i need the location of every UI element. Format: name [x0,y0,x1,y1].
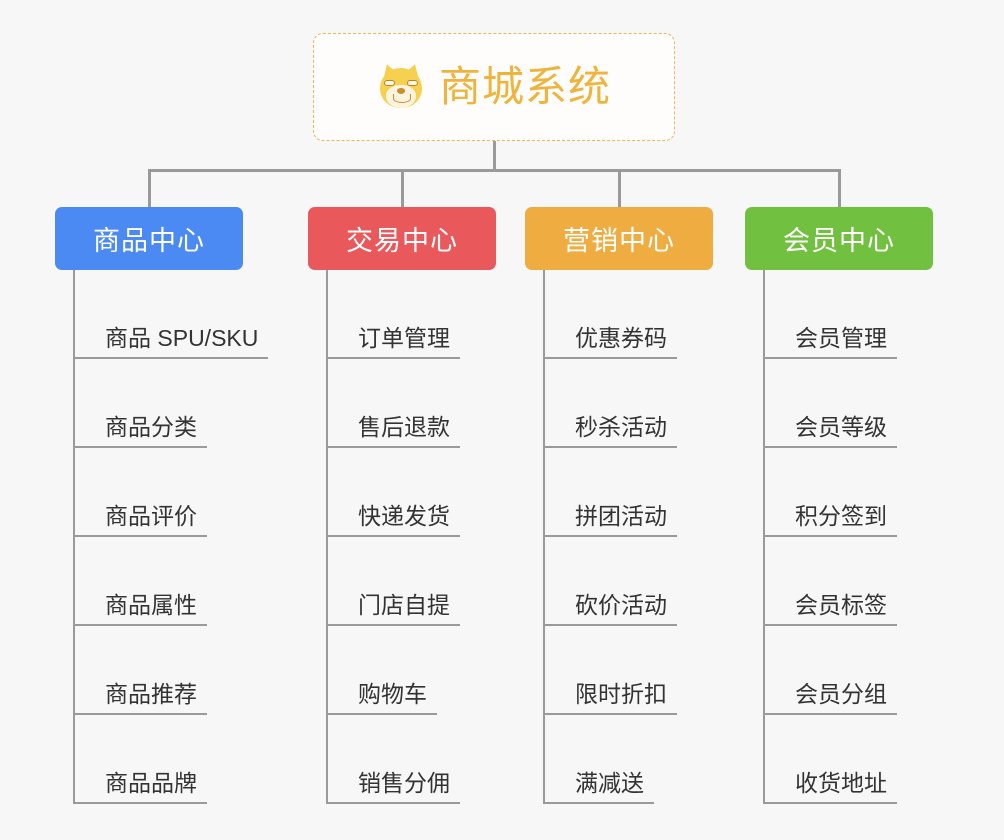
branch-header-2[interactable]: 营销中心 [525,207,713,270]
root-node-title: 商城系统 [438,63,611,110]
leaf-item[interactable]: 购物车 [326,626,496,715]
leaf-item[interactable]: 商品属性 [73,537,268,626]
leaf-label: 商品评价 [73,503,207,537]
leaf-label: 订单管理 [326,325,460,359]
leaf-list-1: 订单管理 售后退款 快递发货 门店自提 购物车 销售分佣 [326,270,496,804]
branch-column-0: 商品中心 商品 SPU/SKU 商品分类 商品评价 商品属性 商品推荐 商品品牌 [55,207,269,804]
leaf-item[interactable]: 商品评价 [73,448,268,537]
leaf-list-3: 会员管理 会员等级 积分签到 会员标签 会员分组 收货地址 [763,270,933,804]
leaf-item[interactable]: 会员标签 [763,537,933,626]
leaf-label: 优惠券码 [543,325,677,359]
leaf-label: 会员标签 [763,592,897,626]
leaf-item[interactable]: 限时折扣 [543,626,713,715]
leaf-item[interactable]: 积分签到 [763,448,933,537]
leaf-list-0: 商品 SPU/SKU 商品分类 商品评价 商品属性 商品推荐 商品品牌 [73,270,269,804]
branch-header-0[interactable]: 商品中心 [55,207,243,270]
leaf-item[interactable]: 商品分类 [73,359,268,448]
connector-drop-2 [618,171,621,207]
connector-horizontal-bus [148,169,841,172]
branch-spine-1 [326,270,328,804]
shiba-nose-icon [396,88,405,94]
branch-spine-2 [543,270,545,804]
leaf-item[interactable]: 秒杀活动 [543,359,713,448]
leaf-item[interactable]: 砍价活动 [543,537,713,626]
branch-spine-0 [73,270,75,804]
connector-drop-1 [401,171,404,207]
leaf-label: 销售分佣 [326,770,460,804]
leaf-item[interactable]: 门店自提 [326,537,496,626]
leaf-item[interactable]: 订单管理 [326,270,496,359]
leaf-item[interactable]: 快递发货 [326,448,496,537]
branch-body-0: 商品 SPU/SKU 商品分类 商品评价 商品属性 商品推荐 商品品牌 [73,270,269,804]
connector-root-stem [493,141,496,171]
root-node[interactable]: 商城系统 [313,33,675,141]
leaf-label: 砍价活动 [543,592,677,626]
leaf-label: 满减送 [543,770,654,804]
leaf-label: 售后退款 [326,414,460,448]
leaf-label: 会员管理 [763,325,897,359]
leaf-label: 秒杀活动 [543,414,677,448]
leaf-item[interactable]: 拼团活动 [543,448,713,537]
shiba-dog-icon [377,61,425,111]
leaf-label: 购物车 [326,681,437,715]
leaf-label: 会员等级 [763,414,897,448]
branch-header-3[interactable]: 会员中心 [745,207,933,270]
leaf-item[interactable]: 商品推荐 [73,626,268,715]
leaf-item[interactable]: 会员等级 [763,359,933,448]
leaf-item[interactable]: 满减送 [543,715,713,804]
branch-column-3: 会员中心 会员管理 会员等级 积分签到 会员标签 会员分组 收货地址 [745,207,933,804]
leaf-label: 快递发货 [326,503,460,537]
branch-column-1: 交易中心 订单管理 售后退款 快递发货 门店自提 购物车 销售分佣 [308,207,496,804]
leaf-item[interactable]: 销售分佣 [326,715,496,804]
leaf-label: 商品 SPU/SKU [73,325,269,359]
connector-drop-3 [838,171,841,207]
leaf-label: 商品推荐 [73,681,207,715]
leaf-label: 商品分类 [73,414,207,448]
leaf-item[interactable]: 会员管理 [763,270,933,359]
leaf-label: 限时折扣 [543,681,677,715]
leaf-label: 门店自提 [326,592,460,626]
leaf-item[interactable]: 优惠券码 [543,270,713,359]
leaf-label: 收货地址 [763,770,897,804]
shiba-smile-icon [392,94,411,103]
leaf-item[interactable]: 会员分组 [763,626,933,715]
connector-drop-0 [148,171,151,207]
leaf-label: 商品品牌 [73,770,207,804]
leaf-list-2: 优惠券码 秒杀活动 拼团活动 砍价活动 限时折扣 满减送 [543,270,713,804]
branch-spine-3 [763,270,765,804]
branch-header-1[interactable]: 交易中心 [308,207,496,270]
leaf-label: 拼团活动 [543,503,677,537]
leaf-item[interactable]: 收货地址 [763,715,933,804]
leaf-item[interactable]: 商品 SPU/SKU [73,270,269,359]
leaf-label: 会员分组 [763,681,897,715]
leaf-item[interactable]: 售后退款 [326,359,496,448]
branch-column-2: 营销中心 优惠券码 秒杀活动 拼团活动 砍价活动 限时折扣 满减送 [525,207,713,804]
branch-body-3: 会员管理 会员等级 积分签到 会员标签 会员分组 收货地址 [763,270,933,804]
leaf-label: 积分签到 [763,503,897,537]
branch-body-1: 订单管理 售后退款 快递发货 门店自提 购物车 销售分佣 [326,270,496,804]
leaf-label: 商品属性 [73,592,207,626]
branch-body-2: 优惠券码 秒杀活动 拼团活动 砍价活动 限时折扣 满减送 [543,270,713,804]
shiba-eye-left-icon [383,80,395,86]
shiba-eye-right-icon [406,80,418,86]
leaf-item[interactable]: 商品品牌 [73,715,268,804]
